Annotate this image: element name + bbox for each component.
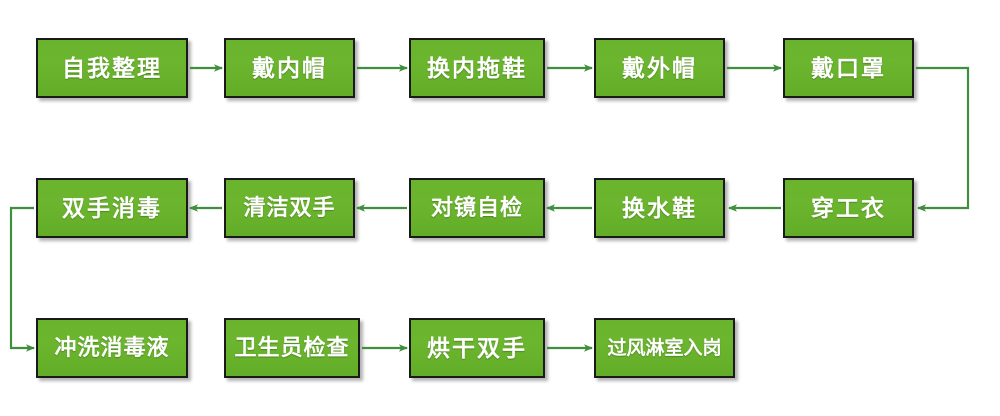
flow-node-label: 卫生员检查	[234, 335, 350, 360]
flow-node-label: 戴内帽	[252, 54, 327, 81]
flow-node-label: 戴口罩	[811, 54, 886, 81]
flow-node-clean-hands[interactable]: 清洁双手	[224, 178, 355, 238]
flow-node-outer-cap[interactable]: 戴外帽	[594, 38, 725, 98]
arrow-hand-sanitize-to-rinse-disinfectant	[9, 206, 35, 352]
flow-node-label: 冲洗消毒液	[54, 335, 170, 360]
arrow-face-mask-to-work-clothes	[916, 66, 970, 212]
flow-node-label: 烘干双手	[427, 334, 527, 361]
flow-node-label: 对镜自检	[430, 195, 523, 220]
flow-node-hygienist-inspection[interactable]: 卫生员检查	[224, 318, 360, 378]
flow-node-inner-slippers[interactable]: 换内拖鞋	[409, 38, 545, 98]
flow-node-label: 穿工衣	[811, 194, 886, 221]
flow-node-self-grooming[interactable]: 自我整理	[36, 38, 188, 98]
flow-node-label: 换内拖鞋	[427, 54, 527, 81]
flow-node-work-clothes[interactable]: 穿工衣	[783, 178, 914, 238]
flow-node-label: 双手消毒	[62, 194, 162, 221]
flow-node-label: 自我整理	[62, 54, 162, 81]
flow-node-label: 过风淋室入岗	[607, 337, 722, 359]
flow-node-label: 换水鞋	[622, 194, 697, 221]
flow-node-water-boots[interactable]: 换水鞋	[594, 178, 725, 238]
flow-node-hand-sanitize[interactable]: 双手消毒	[36, 178, 188, 238]
flow-node-label: 清洁双手	[243, 195, 336, 220]
flow-node-air-shower-entry[interactable]: 过风淋室入岗	[594, 318, 735, 378]
flow-node-rinse-disinfectant[interactable]: 冲洗消毒液	[36, 318, 188, 378]
flow-node-dry-hands[interactable]: 烘干双手	[409, 318, 545, 378]
flow-node-mirror-check[interactable]: 对镜自检	[409, 178, 545, 238]
flow-node-label: 戴外帽	[622, 54, 697, 81]
flow-node-face-mask[interactable]: 戴口罩	[783, 38, 914, 98]
flow-node-inner-cap[interactable]: 戴内帽	[224, 38, 355, 98]
